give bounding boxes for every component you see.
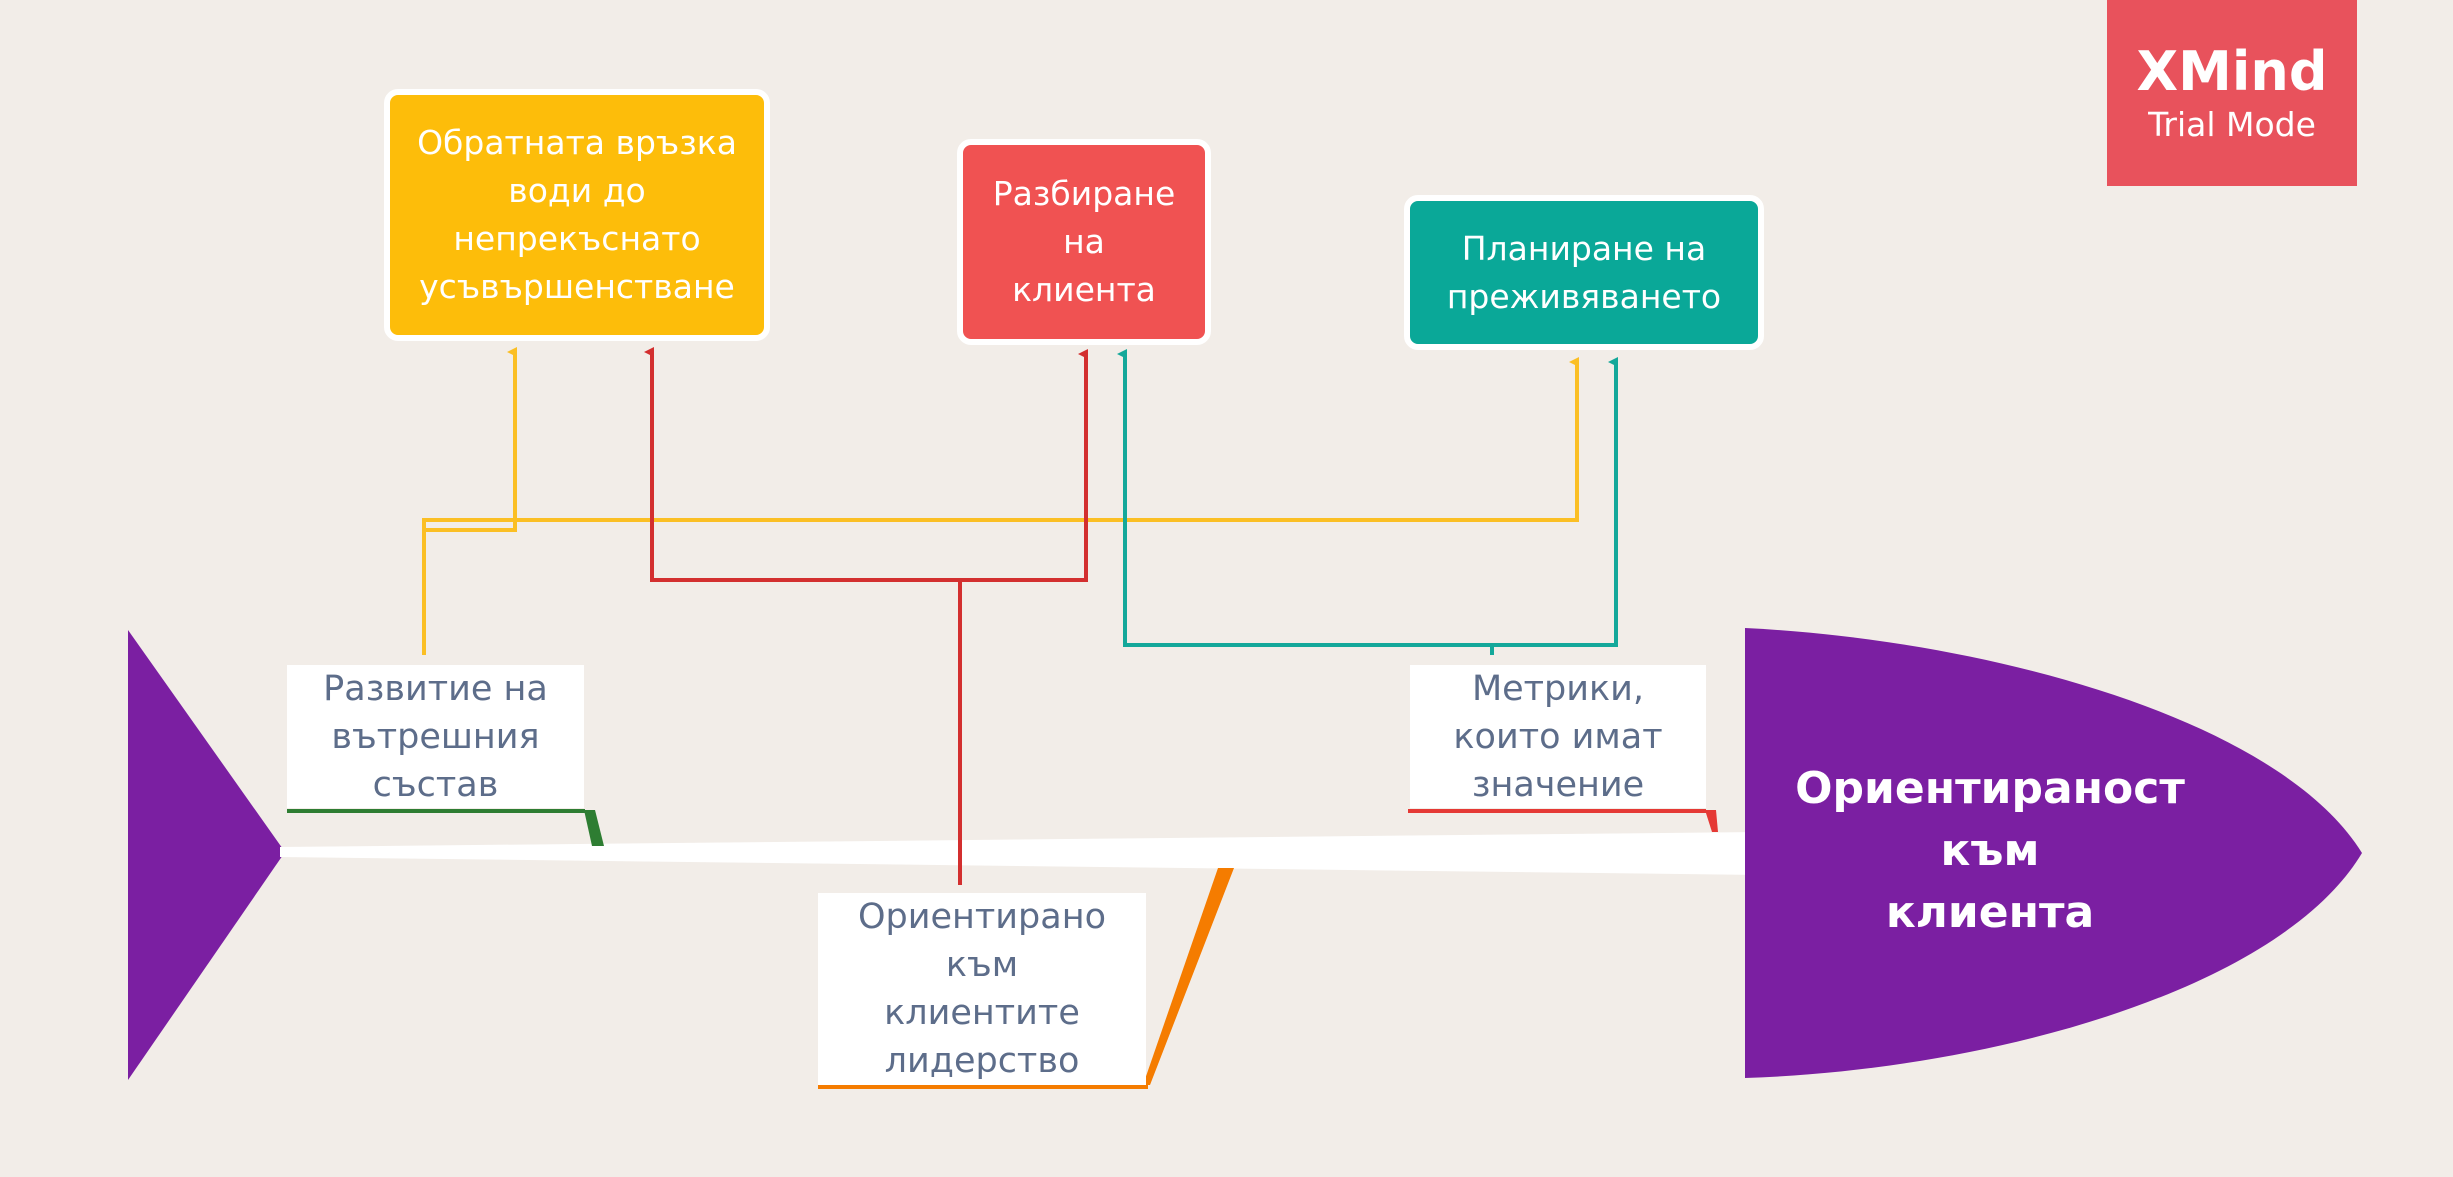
watermark-title: XMind (2136, 40, 2328, 103)
rib-label-internal[interactable]: Развитие на вътрешния състав (287, 665, 584, 808)
rib-label-metrics[interactable]: Метрики, които имат значение (1410, 665, 1706, 808)
fish-head (1745, 628, 2362, 1078)
xmind-trial-watermark: XMind Trial Mode (2107, 0, 2357, 186)
topic-experience-planning[interactable]: Планиране на преживяването (1404, 195, 1764, 350)
rib-wedge-leadership (1143, 868, 1234, 1085)
connector-internal-to-feedback (422, 347, 517, 655)
connector-leadership-to-feedback (644, 347, 962, 885)
connector-internal-to-experience (422, 357, 1579, 530)
watermark-subtitle: Trial Mode (2148, 105, 2316, 144)
connector-leadership-to-understanding (960, 349, 1088, 582)
fish-spine (280, 832, 1760, 875)
connector-metrics-to-experience (1492, 357, 1618, 647)
rib-wedge-internal (584, 810, 604, 846)
rib-wedge-metrics (1705, 810, 1718, 832)
connector-metrics-to-understanding (1117, 349, 1494, 655)
head-title[interactable]: Ориентираност към клиента (1795, 763, 2185, 938)
topic-feedback[interactable]: Обратната връзка води до непрекъснато ус… (384, 89, 770, 341)
topic-customer-understanding[interactable]: Разбиране на клиента (957, 139, 1211, 345)
rib-label-leadership[interactable]: Ориентирано към клиентите лидерство (818, 893, 1146, 1085)
fish-tail (128, 630, 285, 1080)
